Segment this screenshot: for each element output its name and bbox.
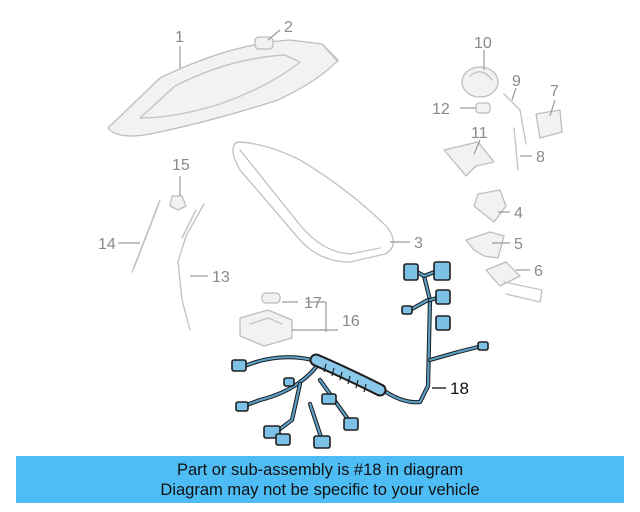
- part-12-bulb: [475, 102, 491, 114]
- exploded-parts-diagram: 1 2 3 4 5 6 7 8 9 10 11 12 13 14 15 16 1…: [98, 19, 563, 449]
- part-10-lock-actuator: [461, 66, 499, 98]
- callout-2: 2: [284, 19, 293, 36]
- part-6-striker: [485, 261, 543, 303]
- callout-3: 3: [414, 235, 423, 252]
- part-17-bulb: [261, 292, 281, 304]
- part-13-hinge-arm: [177, 203, 205, 331]
- callout-1: 1: [175, 29, 184, 46]
- banner-line-1: Part or sub-assembly is #18 in diagram: [176, 461, 464, 479]
- part-5-hinge: [465, 231, 505, 259]
- callout-16: 16: [342, 313, 360, 330]
- callout-9: 9: [512, 73, 521, 90]
- part-18-wiring-harness: [231, 261, 489, 449]
- callout-4: 4: [514, 205, 523, 222]
- callout-5: 5: [514, 236, 523, 253]
- callout-12: 12: [432, 101, 450, 118]
- part-1-trunk-lid: [107, 39, 339, 137]
- callout-11: 11: [471, 125, 488, 142]
- part-15-bump-stop: [169, 195, 187, 211]
- banner-line-2: Diagram may not be specific to your vehi…: [160, 481, 480, 499]
- part-7-module: [535, 109, 563, 139]
- callout-17: 17: [304, 295, 322, 312]
- part-8-rod: [513, 127, 519, 171]
- part-9-link: [503, 93, 527, 145]
- callout-10: 10: [474, 35, 492, 52]
- part-16-lamp-housing: [239, 309, 293, 347]
- part-11-latch: [443, 141, 495, 177]
- part-4-bracket: [473, 189, 507, 223]
- diagram-note-banner: Part or sub-assembly is #18 in diagram D…: [16, 456, 624, 503]
- callout-13: 13: [212, 269, 230, 286]
- callout-6: 6: [534, 263, 543, 280]
- callout-8: 8: [536, 149, 545, 166]
- leader-lines: [118, 29, 556, 389]
- callout-15: 15: [172, 157, 190, 174]
- part-14-lift-support: [131, 199, 161, 273]
- callout-7: 7: [550, 83, 559, 100]
- part-3-weatherstrip: [232, 141, 394, 263]
- callout-18: 18: [450, 379, 469, 398]
- callout-labels: 1 2 3 4 5 6 7 8 9 10 11 12 13 14 15 16 1…: [98, 19, 559, 398]
- callout-14: 14: [98, 236, 116, 253]
